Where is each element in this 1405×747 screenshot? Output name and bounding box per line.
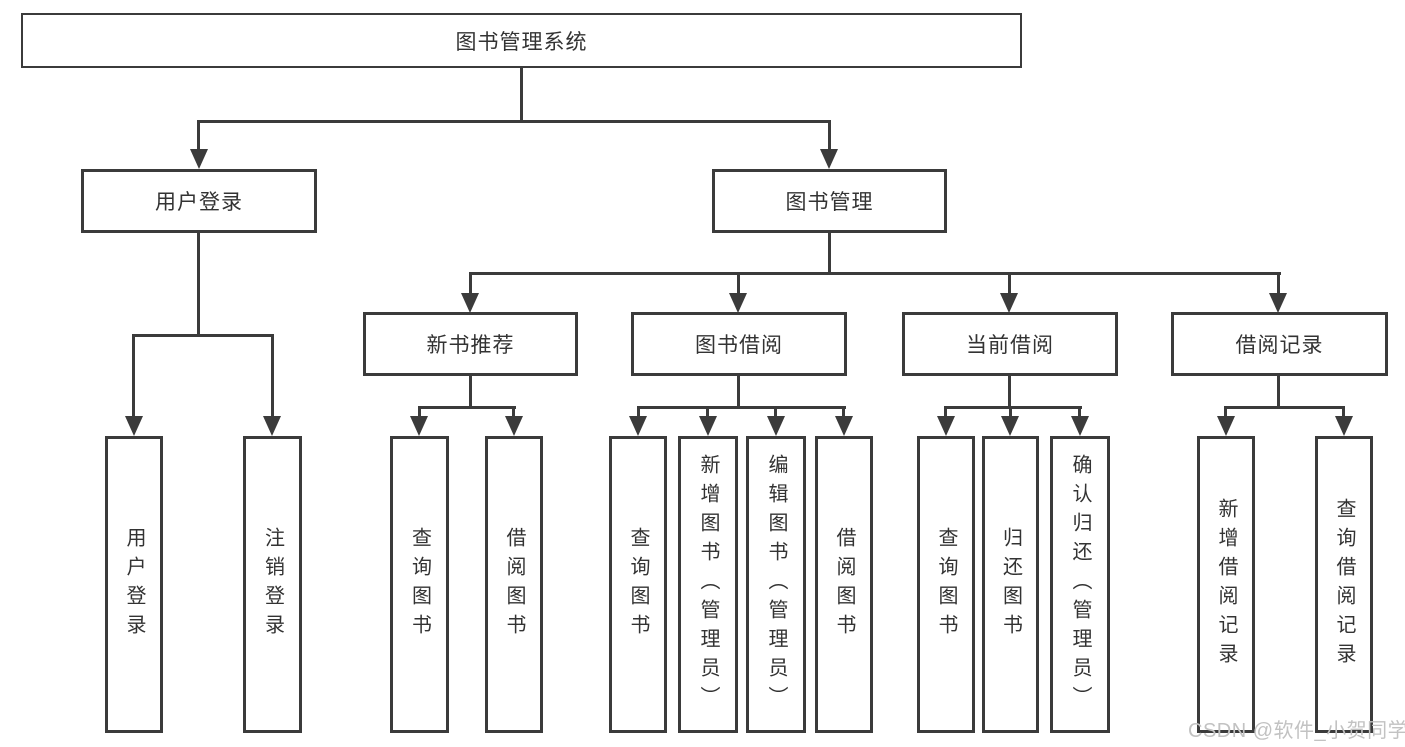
leaf-query-books-current: 查询图书 (917, 436, 975, 733)
connector-leaf-stem (637, 406, 640, 418)
connector-group-stub (469, 376, 472, 407)
connector-leaf-stem (944, 406, 947, 418)
connector-groupD-bar (944, 406, 1082, 409)
arrowhead-down-icon (125, 416, 143, 436)
arrowhead-down-icon (190, 149, 208, 169)
leaf-label: 编辑图书（管理员） (765, 454, 787, 715)
arrowhead-down-icon (1001, 416, 1019, 436)
connector-groupA-bar (132, 334, 274, 337)
arrowhead-down-icon (699, 416, 717, 436)
connector-groupB-bar (418, 406, 516, 409)
arrowhead-down-icon (629, 416, 647, 436)
leaf-confirm-return-admin: 确认归还（管理员） (1050, 436, 1110, 733)
arrowhead-down-icon (263, 416, 281, 436)
node-label: 借阅记录 (1235, 334, 1324, 357)
leaf-label: 注销登录 (261, 526, 284, 643)
connector-mgmt-stub (828, 233, 831, 272)
node-label: 用户登录 (155, 191, 243, 214)
arrowhead-down-icon (767, 416, 785, 436)
leaf-query-books-recommend: 查询图书 (390, 436, 449, 733)
connector-user-stem (197, 120, 200, 150)
connector-branch1-bar (197, 120, 831, 123)
leaf-label: 查询图书 (408, 526, 431, 643)
connector-group-stub (737, 376, 740, 407)
connector-leaf-stem (1224, 406, 1227, 418)
leaf-query-borrow-record: 查询借阅记录 (1315, 436, 1373, 733)
leaf-label: 新增图书（管理员） (697, 454, 719, 715)
node-label: 图书借阅 (695, 334, 783, 357)
arrowhead-down-icon (937, 416, 955, 436)
leaf-label: 借阅图书 (833, 526, 855, 643)
connector-mgmt-stem (828, 120, 831, 150)
connector-leaf-stem (418, 406, 421, 418)
connector-group-stem (1277, 272, 1280, 294)
arrowhead-down-icon (729, 293, 747, 313)
connector-group-stem (1008, 272, 1011, 294)
node-user-login: 用户登录 (81, 169, 317, 233)
arrowhead-down-icon (820, 149, 838, 169)
node-borrowing-records: 借阅记录 (1171, 312, 1388, 376)
connector-root-stub (520, 68, 523, 120)
node-new-book-recommend: 新书推荐 (363, 312, 578, 376)
leaf-edit-book-admin: 编辑图书（管理员） (746, 436, 806, 733)
arrowhead-down-icon (1071, 416, 1089, 436)
connector-leaf-stem (706, 406, 709, 418)
leaf-label: 新增借阅记录 (1215, 497, 1237, 672)
leaf-borrow-books-recommend: 借阅图书 (485, 436, 543, 733)
node-current-borrowing: 当前借阅 (902, 312, 1118, 376)
node-label: 图书管理 (785, 191, 874, 214)
node-root: 图书管理系统 (21, 13, 1022, 68)
connector-leaf-stem (271, 334, 274, 416)
leaf-label: 查询图书 (627, 526, 649, 643)
node-label: 新书推荐 (426, 334, 515, 357)
leaf-borrow-books: 借阅图书 (815, 436, 873, 733)
arrowhead-down-icon (1269, 293, 1287, 313)
connector-leaf-stem (842, 406, 845, 418)
connector-group-stem (737, 272, 740, 294)
connector-leaf-stem (1009, 406, 1012, 418)
connector-group-stub (1008, 376, 1011, 407)
leaf-label: 用户登录 (123, 526, 145, 643)
node-book-management: 图书管理 (712, 169, 947, 233)
leaf-logout: 注销登录 (243, 436, 302, 733)
connector-branch2-bar (469, 272, 1281, 275)
connector-leaf-stem (774, 406, 777, 418)
leaf-label: 借阅图书 (503, 526, 525, 643)
leaf-label: 查询图书 (935, 526, 957, 643)
connector-group-stub (1277, 376, 1280, 407)
connector-leaf-stem (1078, 406, 1081, 418)
leaf-return-book: 归还图书 (982, 436, 1039, 733)
leaf-label: 归还图书 (999, 526, 1022, 643)
connector-leaf-stem (512, 406, 515, 418)
arrowhead-down-icon (835, 416, 853, 436)
watermark: CSDN @软件_小贺同学 (1188, 720, 1405, 742)
leaf-label: 确认归还（管理员） (1069, 454, 1091, 715)
connector-leaf-stem (132, 334, 135, 416)
arrowhead-down-icon (1217, 416, 1235, 436)
leaf-add-book-admin: 新增图书（管理员） (678, 436, 738, 733)
connector-leaf-stem (1342, 406, 1345, 418)
connector-groupC-bar (637, 406, 846, 409)
leaf-add-borrow-record: 新增借阅记录 (1197, 436, 1255, 733)
leaf-query-books-borrow: 查询图书 (609, 436, 667, 733)
leaf-label: 查询借阅记录 (1333, 497, 1355, 672)
node-root-label: 图书管理系统 (455, 30, 588, 54)
arrowhead-down-icon (461, 293, 479, 313)
node-book-borrowing: 图书借阅 (631, 312, 847, 376)
connector-user-stub (197, 233, 200, 334)
arrowhead-down-icon (505, 416, 523, 436)
node-label: 当前借阅 (966, 334, 1054, 357)
connector-groupE-bar (1224, 406, 1345, 409)
leaf-user-login: 用户登录 (105, 436, 163, 733)
arrowhead-down-icon (410, 416, 428, 436)
arrowhead-down-icon (1335, 416, 1353, 436)
arrowhead-down-icon (1000, 293, 1018, 313)
connector-group-stem (469, 272, 472, 294)
